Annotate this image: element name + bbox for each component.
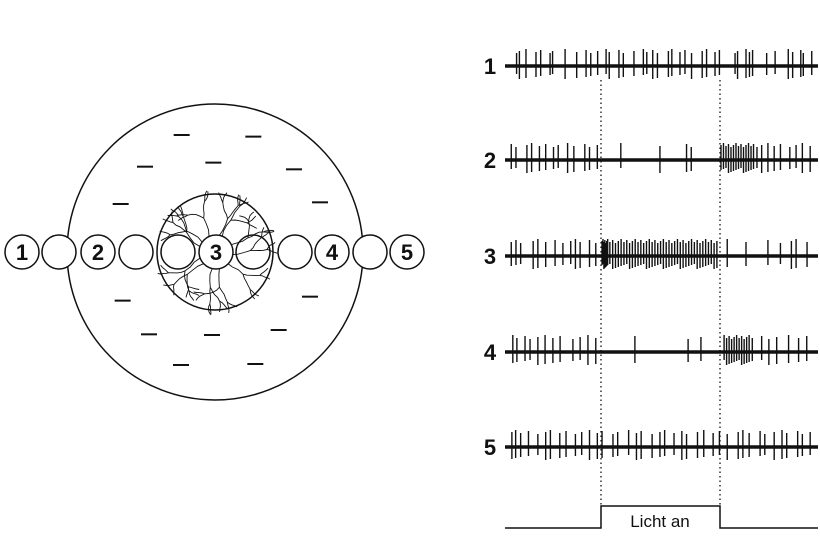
cell	[41, 234, 77, 270]
dendrite	[259, 274, 271, 280]
dendrite	[193, 291, 205, 295]
dendrite	[266, 249, 278, 254]
dendrite	[157, 272, 169, 275]
dendrite	[172, 222, 187, 233]
dendrite	[263, 230, 275, 233]
dendrite	[218, 192, 224, 203]
trace-label: 4	[484, 340, 497, 365]
dendrite	[188, 290, 195, 301]
dendrite	[230, 205, 241, 221]
cell	[160, 234, 196, 270]
dendrite	[219, 287, 228, 303]
dendrite	[186, 274, 190, 292]
dendrite	[160, 234, 171, 242]
cell	[235, 234, 271, 270]
photoreceptor-row: 1 2 3 4 5	[4, 234, 425, 270]
dendrite	[239, 195, 241, 207]
dendrite	[177, 214, 188, 221]
stimulus-label: Licht an	[630, 512, 690, 531]
trace-label: 5	[484, 435, 496, 460]
cell-label: 4	[326, 240, 339, 265]
dendrite	[250, 249, 268, 252]
cell	[277, 234, 313, 270]
dendrite	[167, 215, 179, 217]
dendrite	[188, 286, 200, 290]
dendrite	[249, 289, 260, 297]
trace-3: 3	[484, 239, 818, 269]
cell-label: 1	[16, 240, 28, 265]
dendrite	[171, 211, 174, 223]
dendrite	[204, 190, 208, 202]
dendrite	[249, 289, 256, 300]
dendrite	[182, 215, 188, 233]
cell-4	[314, 234, 350, 270]
dendrite	[185, 286, 189, 298]
dendrite	[219, 300, 221, 313]
inhibitory-surround-marks	[112, 134, 328, 366]
dendrite	[230, 219, 248, 224]
dendrite	[208, 303, 211, 315]
trace-1: 1	[484, 49, 818, 79]
cell-label: 2	[92, 240, 104, 265]
dendrite	[162, 218, 174, 223]
dendrite	[203, 201, 206, 219]
cell-2	[80, 234, 116, 270]
dendrite	[237, 194, 240, 206]
dendrite	[187, 213, 204, 219]
dendrite	[260, 231, 271, 239]
cell	[352, 234, 388, 270]
dendrite	[188, 290, 200, 296]
dendrite	[219, 300, 228, 310]
dendrite	[227, 205, 239, 220]
dendrite	[248, 211, 255, 222]
dendrite	[160, 264, 169, 274]
dendrite	[209, 287, 220, 302]
trace-label: 3	[484, 244, 496, 269]
dendrite	[204, 191, 209, 202]
trace-4: 4	[484, 335, 818, 365]
dendrite	[239, 215, 249, 222]
dendrite	[209, 287, 211, 305]
trace-label: 1	[484, 54, 496, 79]
dendrite	[239, 197, 248, 207]
cell-label: 5	[401, 240, 413, 265]
cell-3	[198, 234, 234, 270]
dendrite	[222, 192, 228, 203]
dendrite	[168, 270, 186, 274]
cell-label: 3	[210, 240, 222, 265]
dendrite	[176, 214, 188, 216]
dendrite	[195, 293, 205, 301]
cell-5	[389, 234, 425, 270]
dendrite	[226, 302, 230, 313]
dendrite	[159, 230, 171, 236]
cell	[118, 234, 154, 270]
stimulus-trace	[505, 505, 818, 529]
trace-2: 2	[484, 143, 818, 173]
dendrite	[169, 230, 187, 236]
dendrite	[242, 274, 251, 290]
dendrite	[222, 202, 229, 219]
dendrite	[247, 231, 264, 239]
dendrite	[263, 229, 275, 233]
spike-traces: 1 2 3 4 5	[484, 49, 818, 460]
dendrite	[259, 267, 269, 276]
dendrite	[242, 273, 260, 277]
dendrite	[163, 283, 175, 286]
trace-label: 2	[484, 148, 496, 173]
dendrite	[173, 284, 175, 296]
dendrite	[178, 216, 187, 232]
dendrite	[227, 301, 238, 308]
dendrite	[249, 237, 262, 251]
dendrite	[266, 242, 276, 250]
dendrite	[183, 270, 189, 288]
trace-5: 5	[484, 430, 818, 460]
dendrite	[209, 303, 212, 315]
cell-1	[4, 234, 40, 270]
receptive-field-diagram: 1 2 3 4 5	[4, 103, 425, 401]
